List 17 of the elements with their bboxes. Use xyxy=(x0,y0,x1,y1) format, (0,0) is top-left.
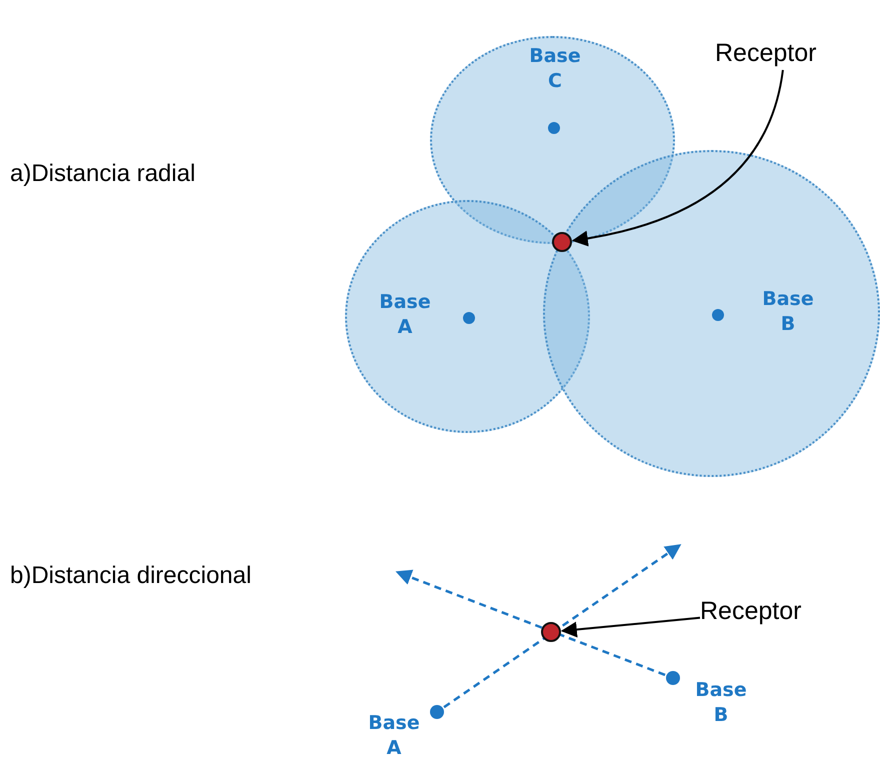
callout-label: Receptor xyxy=(700,594,840,628)
base-label: Base B xyxy=(761,287,815,337)
direction-line xyxy=(443,544,682,708)
base-label: Base B xyxy=(694,678,748,728)
callout-label: Receptor xyxy=(715,36,855,70)
base-label: Base A xyxy=(367,711,421,761)
base-label: Base C xyxy=(528,44,582,94)
base-dot xyxy=(666,671,680,685)
receptor-dot xyxy=(541,622,561,642)
direction-line xyxy=(396,570,666,676)
receptor-dot xyxy=(552,232,572,252)
section-label: a)Distancia radial xyxy=(10,160,196,188)
leader-line xyxy=(560,616,700,638)
section-label: b)Distancia direccional xyxy=(10,562,252,590)
base-label: Base A xyxy=(378,290,432,340)
base-dot xyxy=(430,705,444,719)
leader-line xyxy=(572,70,784,246)
